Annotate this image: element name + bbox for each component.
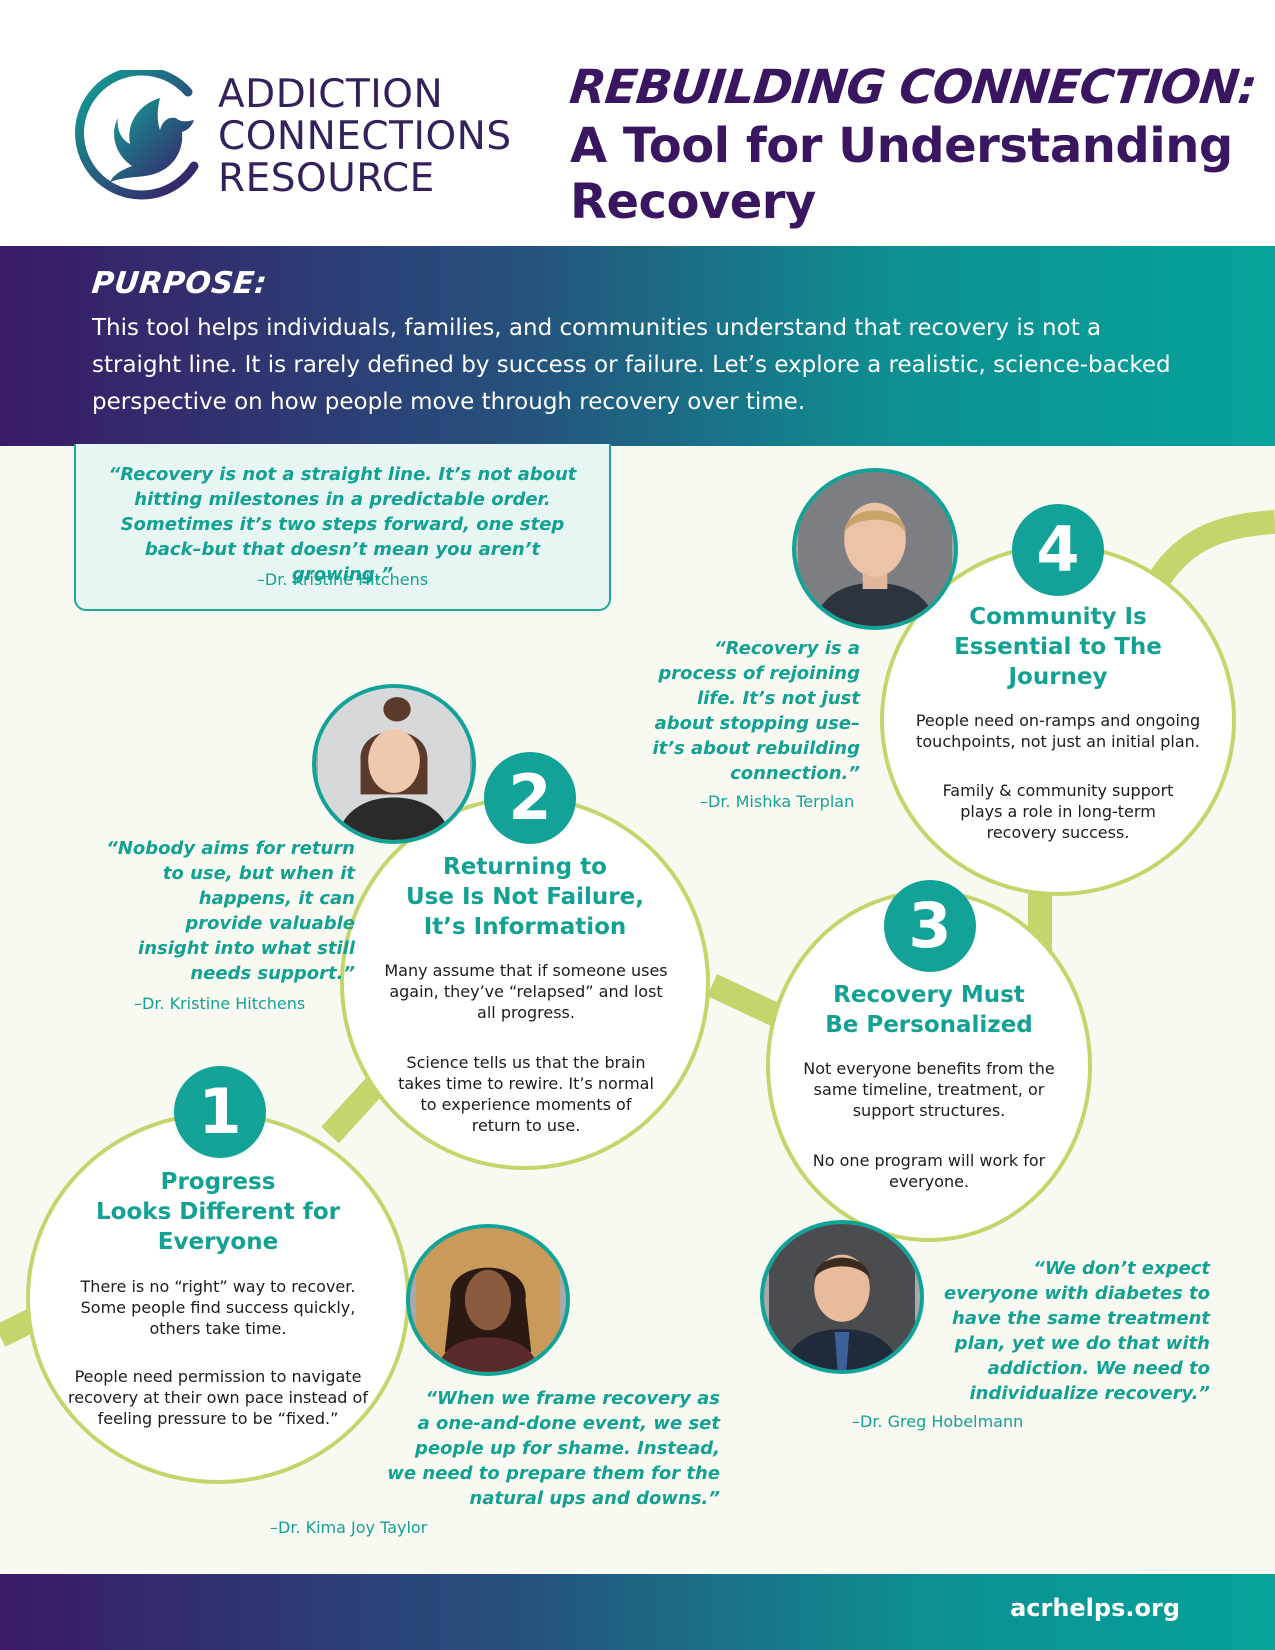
portrait-woman-icon [318, 688, 470, 840]
title-line: Use Is Not Failure, [406, 884, 644, 910]
title-line: Recovery [570, 174, 816, 230]
purpose-band: PURPOSE: This tool helps individuals, fa… [0, 246, 1275, 446]
quote-line: we need to prepare them for the [387, 1463, 720, 1484]
photo-kristine-hitchens [312, 684, 476, 844]
step-2-body-2: Science tells us that the brain takes ti… [398, 1053, 654, 1135]
top-quote-box: “Recovery is not a straight line. It’s n… [74, 444, 611, 611]
quote-line: “We don’t expect [1033, 1258, 1210, 1279]
step-4-body-1: People need on-ramps and ongoing touchpo… [915, 711, 1201, 751]
quote-line: “When we frame recovery as [425, 1388, 720, 1409]
quote-line: insight into what still [138, 938, 355, 959]
title-line: Progress [160, 1169, 276, 1195]
title-kicker: REBUILDING CONNECTION: [567, 60, 1259, 115]
quote-hitchens-author: –Dr. Kristine Hitchens [134, 994, 306, 1013]
title-line: Looks Different for [96, 1199, 340, 1225]
quote-taylor: “When we frame recovery as a one-and-don… [340, 1386, 720, 1511]
step-2-number: 2 [484, 752, 576, 844]
logo-line: RESOURCE [218, 156, 435, 201]
logo-line: ADDICTION [218, 72, 444, 117]
title-line: It’s Information [423, 914, 627, 940]
purpose-label: PURPOSE: [90, 266, 269, 301]
quote-line: it’s about rebuilding [652, 738, 860, 759]
title-line: Returning to [443, 854, 607, 880]
quote-line: have the same treatment [952, 1308, 1210, 1329]
quote-terplan: “Recovery is a process of rejoining life… [600, 636, 860, 786]
quote-line: “Recovery is a [714, 638, 860, 659]
step-4-body-2: Family & community support plays a role … [942, 781, 1174, 842]
quote-line: to use, but when it [162, 863, 355, 884]
quote-line: natural ups and downs.” [469, 1488, 720, 1509]
step-1-title: Progress Looks Different for Everyone [50, 1167, 386, 1257]
logo-line: CONNECTIONS [218, 114, 512, 159]
quote-hitchens: “Nobody aims for return to use, but when… [90, 836, 355, 986]
top-quote-text: “Recovery is not a straight line. It’s n… [108, 464, 577, 585]
step-4-number: 4 [1012, 504, 1104, 596]
step-1-body-1: There is no “right” way to recover. Some… [80, 1277, 356, 1338]
portrait-man-icon [769, 1224, 915, 1370]
website-link[interactable]: acrhelps.org [1010, 1594, 1180, 1622]
step-2-body-1: Many assume that if someone uses again, … [384, 961, 668, 1022]
quote-line: plan, yet we do that with [954, 1333, 1210, 1354]
step-3-title: Recovery Must Be Personalized [780, 980, 1078, 1040]
title-line: A Tool for Understanding [570, 118, 1233, 174]
photo-mishka-terplan [792, 468, 958, 630]
quote-hobelmann-author: –Dr. Greg Hobelmann [852, 1412, 1024, 1431]
step-4-title: Community Is Essential to The Journey [890, 602, 1226, 692]
step-1-number: 1 [174, 1066, 266, 1158]
quote-line: process of rejoining [658, 663, 860, 684]
step-3-number: 3 [884, 880, 976, 972]
title-line: Be Personalized [825, 1012, 1033, 1038]
title-line: Recovery Must [833, 982, 1025, 1008]
header: ADDICTION CONNECTIONS RESOURCE REBUILDIN… [0, 0, 1275, 246]
quote-line: people up for shame. Instead, [415, 1438, 720, 1459]
quote-line: everyone with diabetes to [944, 1283, 1210, 1304]
quote-line: life. It’s not just [697, 688, 860, 709]
quote-line: happens, it can [198, 888, 355, 909]
title-line: Essential to The [954, 634, 1162, 660]
footer: acrhelps.org [0, 1574, 1275, 1650]
portrait-man-icon [798, 472, 952, 626]
quote-hobelmann: “We don’t expect everyone with diabetes … [910, 1256, 1210, 1406]
photo-kima-joy-taylor [406, 1224, 570, 1376]
portrait-woman-icon [416, 1228, 560, 1372]
quote-line: connection.” [730, 763, 860, 784]
photo-greg-hobelmann [760, 1220, 924, 1374]
quote-line: individualize recovery.” [969, 1383, 1210, 1404]
page-title: A Tool for Understanding Recovery [570, 118, 1233, 230]
quote-line: addiction. We need to [987, 1358, 1210, 1379]
top-quote-author: –Dr. Kristine Hitchens [256, 570, 429, 589]
step-1-body-2: People need permission to navigate recov… [68, 1367, 368, 1428]
title-line: Journey [1008, 664, 1108, 690]
quote-line: a one-and-done event, we set [417, 1413, 720, 1434]
logo-wordmark: ADDICTION CONNECTIONS RESOURCE [218, 74, 512, 200]
quote-terplan-author: –Dr. Mishka Terplan [700, 792, 855, 811]
step-3-body-2: No one program will work for everyone. [812, 1151, 1046, 1191]
step-2-title: Returning to Use Is Not Failure, It’s In… [350, 852, 700, 942]
quote-line: needs support.” [190, 963, 355, 984]
title-line: Everyone [157, 1229, 279, 1255]
step-3-body-1: Not everyone benefits from the same time… [803, 1059, 1055, 1120]
quote-taylor-author: –Dr. Kima Joy Taylor [270, 1518, 428, 1537]
quote-line: about stopping use– [654, 713, 860, 734]
step-2-circle [340, 796, 710, 1170]
step-4-circle [880, 544, 1236, 896]
purpose-text: This tool helps individuals, families, a… [92, 315, 1171, 415]
quote-line: provide valuable [185, 913, 355, 934]
quote-line: “Nobody aims for return [106, 838, 355, 859]
title-line: Community Is [969, 604, 1147, 630]
logo-bird-icon [75, 70, 199, 200]
